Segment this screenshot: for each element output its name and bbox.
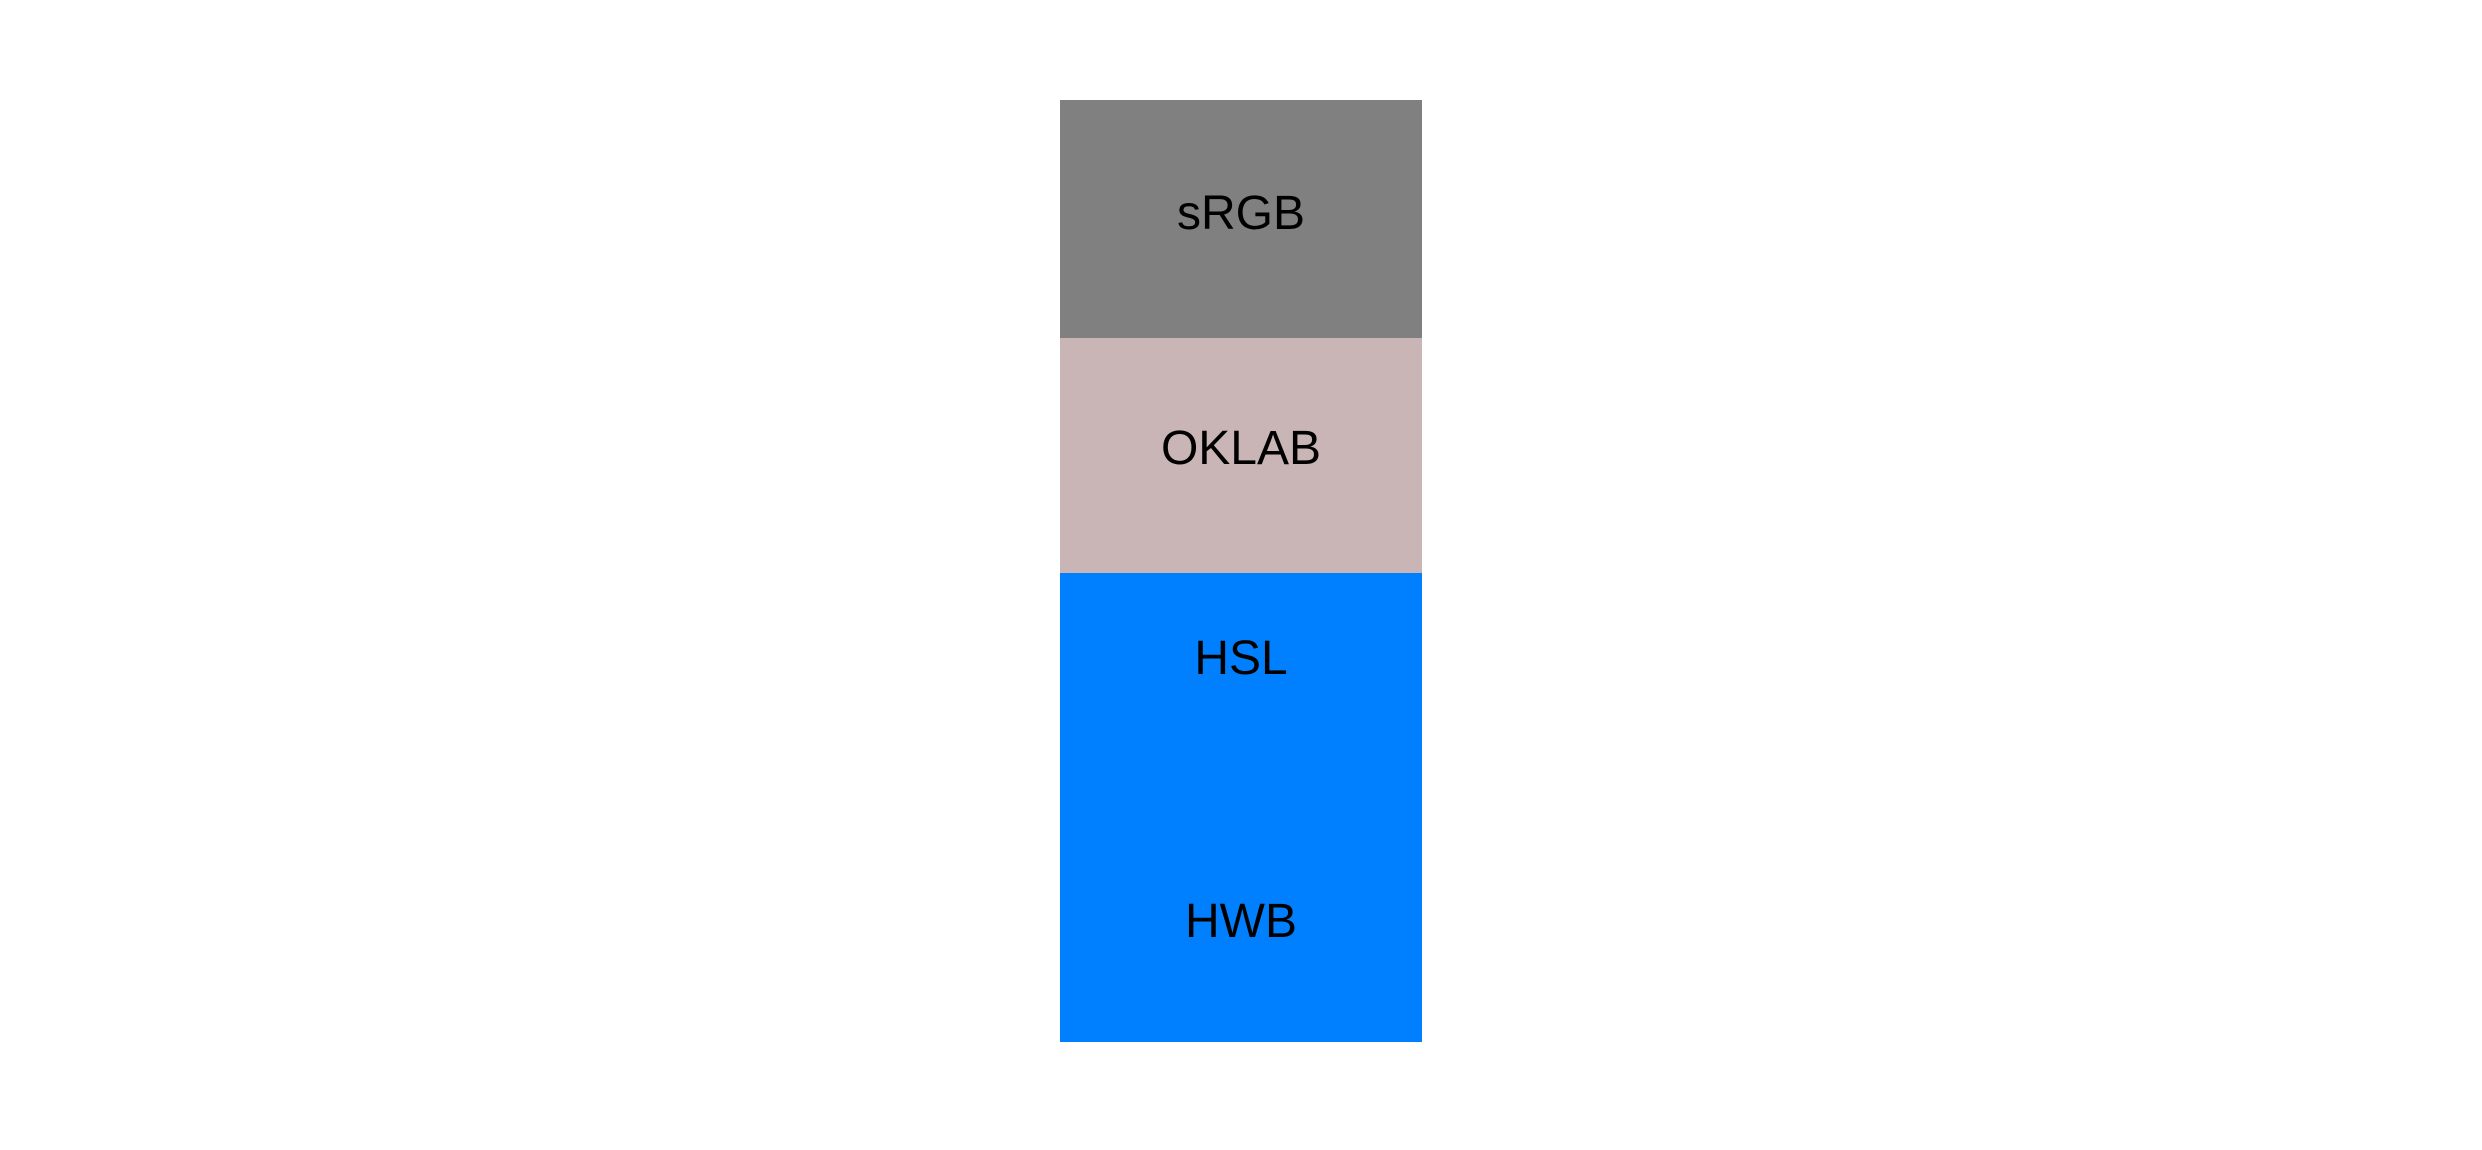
color-space-swatch-stack: sRGB OKLAB HSL HWB (1060, 100, 1422, 1042)
swatch-label-hwb: HWB (1185, 895, 1297, 948)
swatch-label-srgb: sRGB (1176, 187, 1305, 240)
swatch-label-oklab: OKLAB (1160, 422, 1322, 475)
swatch-label-hsl: HSL (1194, 632, 1288, 685)
swatch-hsl: HSL (1060, 573, 1422, 808)
swatch-hwb: HWB (1060, 808, 1422, 1042)
swatch-oklab: OKLAB (1060, 338, 1422, 573)
swatch-srgb: sRGB (1060, 100, 1422, 338)
